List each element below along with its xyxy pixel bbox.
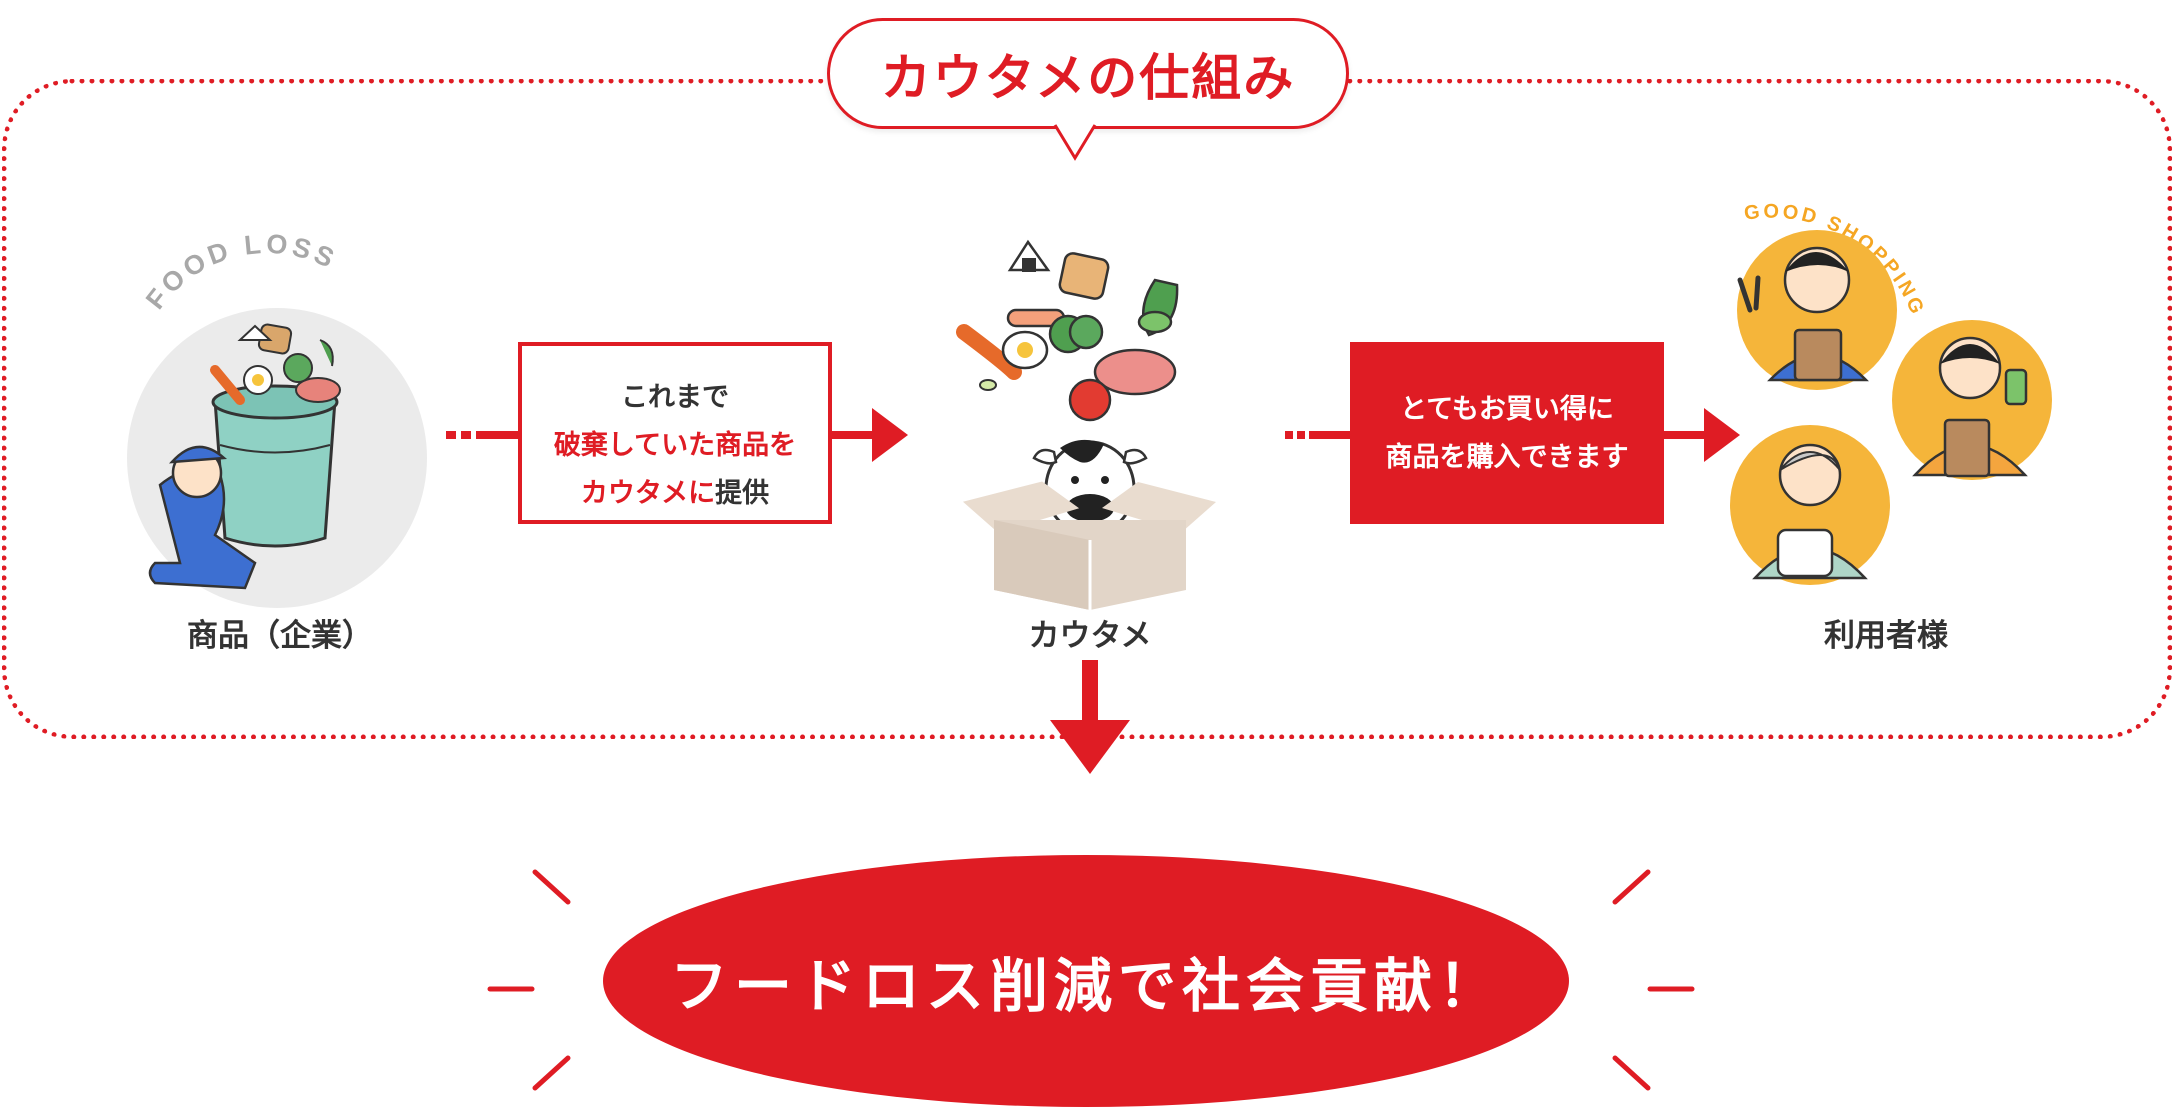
bubble-tail bbox=[1053, 124, 1097, 161]
provide-line-3-black: 提供 bbox=[715, 478, 770, 509]
arrow-right-1 bbox=[832, 408, 908, 462]
result-text: フードロス削減で社会貢献！ bbox=[669, 952, 1502, 1020]
dashed-connector-1 bbox=[446, 431, 520, 439]
result-ellipse: フードロス削減で社会貢献！ bbox=[603, 855, 1569, 1107]
center-caption: カウタメ bbox=[1028, 618, 1152, 654]
provide-box: これまで 破棄していた商品を カウタメに提供 bbox=[518, 342, 832, 524]
cowtame-illustration bbox=[956, 239, 1216, 610]
title-bubble: カウタメの仕組み bbox=[827, 18, 1349, 129]
provide-line-1: これまで bbox=[621, 382, 729, 413]
purchase-line-2: 商品を購入できます bbox=[1385, 442, 1629, 473]
users-caption: 利用者様 bbox=[1824, 618, 1948, 654]
provide-line-3-red: カウタメに bbox=[580, 478, 716, 509]
purchase-box: とてもお買い得に 商品を購入できます bbox=[1350, 342, 1664, 524]
arrow-right-2 bbox=[1664, 408, 1740, 462]
company-caption: 商品（企業） bbox=[187, 618, 373, 654]
food-loss-badge: FOOD LOSS bbox=[140, 229, 338, 315]
food-loss-illustration: FOOD LOSS bbox=[127, 229, 427, 608]
purchase-line-1: とてもお買い得に bbox=[1400, 394, 1614, 425]
users-illustration: GOOD SHOPPING bbox=[1730, 201, 2052, 585]
provide-line-3: カウタメに提供 bbox=[522, 470, 828, 518]
provide-line-2: 破棄していた商品を bbox=[553, 430, 797, 461]
arrow-down bbox=[1050, 660, 1130, 774]
dashed-connector-2 bbox=[1285, 431, 1352, 439]
burst-lines bbox=[487, 869, 1695, 1091]
svg-text:FOOD LOSS: FOOD LOSS bbox=[140, 229, 342, 315]
user-circle-2 bbox=[1892, 320, 2052, 480]
page-title: カウタメの仕組み bbox=[880, 48, 1296, 107]
